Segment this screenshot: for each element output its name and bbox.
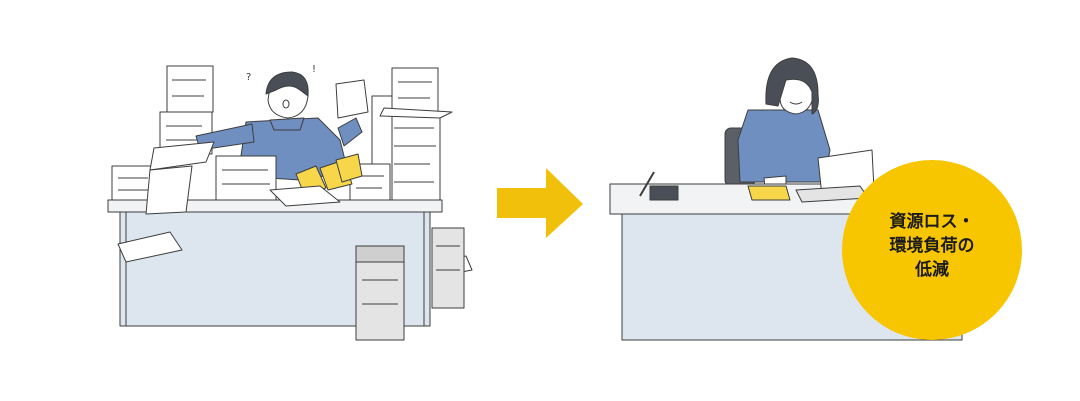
badge-line-1: 資源ロス・ [889,212,975,232]
arrow-right-icon [497,168,583,238]
held-paper [335,79,369,119]
result-badge [842,160,1022,340]
before-desk-scene: ? ! [107,64,473,341]
stressed-worker-figure: ? ! [195,64,363,181]
mouse-pad [747,185,791,201]
svg-text:?: ? [246,72,251,83]
svg-text:!: ! [312,64,316,75]
stylus-pen [639,171,655,197]
tablet-device [649,185,679,201]
badge-caption: 資源ロス・ 環境負荷の 低減 [848,210,1016,282]
floor-file-boxes [355,227,465,341]
badge-line-3: 低減 [915,260,949,280]
badge-line-2: 環境負荷の [889,236,975,256]
scattered-papers [117,141,473,277]
after-desk-scene [609,57,963,341]
calm-worker-figure [737,57,831,199]
